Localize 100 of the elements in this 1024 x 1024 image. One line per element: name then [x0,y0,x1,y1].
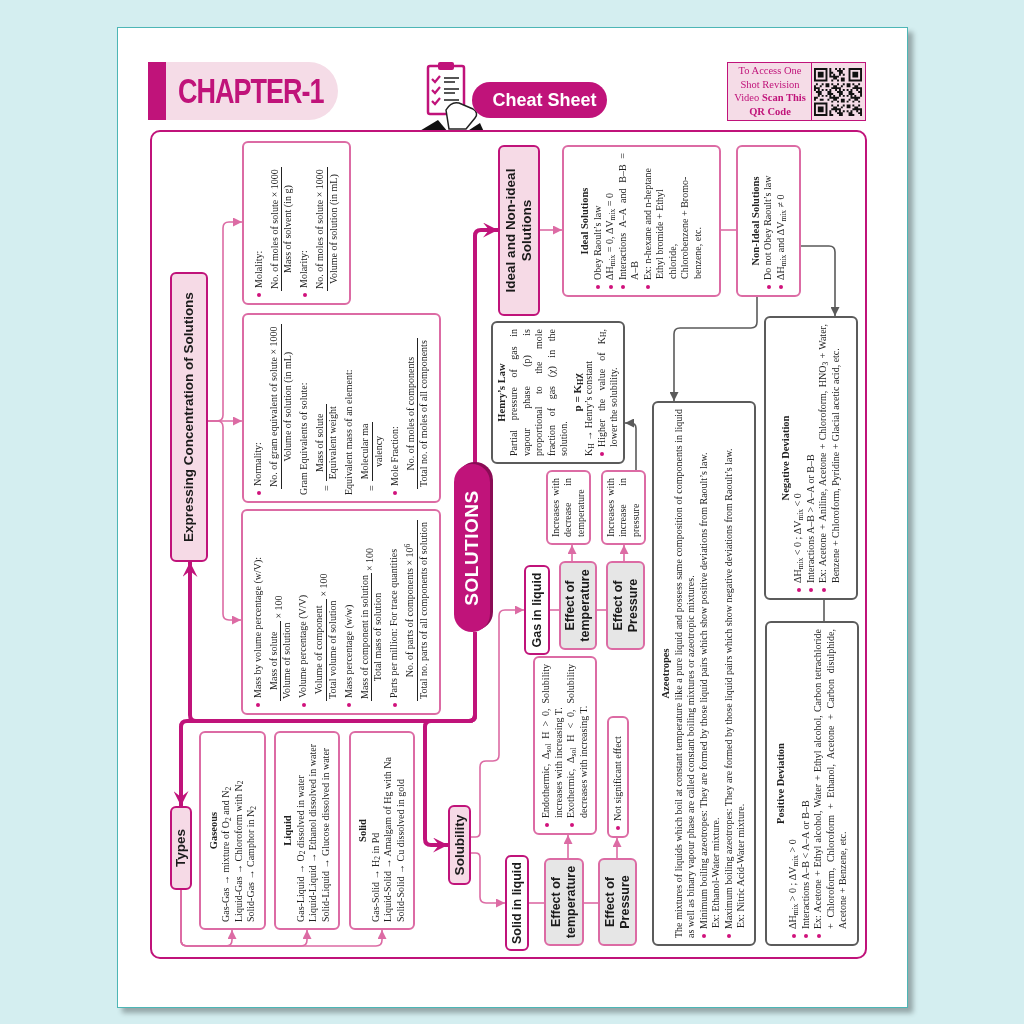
fraction-denominator: Total mass of solution [372,591,385,684]
bullet-text: Normality: [252,441,265,486]
fraction-denominator: valency [372,434,385,469]
description-text: Partial pressure of gas in vapour phase (p) is proportional to the mole fraction of gas (χ) in the solution. [508,329,570,456]
box-heading: Liquid [282,814,294,848]
bullet-text: Not significant effect [611,735,624,821]
example-text: Ethyl bromide + Ethyl chloride, [654,188,679,281]
description-text: Liquid-Solid → Amalgam of Hg with Na [382,756,394,922]
multiplier-text: × 100 [318,573,331,597]
factor-title: Effect of temperature [563,568,593,644]
equals-sign: = [365,485,378,491]
fraction-numerator: No. of moles of solute × 1000 [268,167,283,291]
bullet-text: Do not Obey Raoult’s law [762,174,775,280]
fraction-denominator: Volume of solution (in mL) [327,173,340,286]
fraction-denominator: Equivalent weight [327,405,340,482]
box-heading: Ideal Solutions [579,186,591,257]
note-box [652,401,756,946]
arrow [207,420,242,625]
bullet-text: Obey Raoult’s law [591,204,604,280]
bullet-text: Volume percentage (V/V) [297,593,310,698]
bullet-text: Ex: Acetone + Ethyl alcohol, Water + Ethyl alcohol, Carbon tetrachloride + Chloroform, Chloroform + Ethanol, Acetone + Carbon disulphide, Acetone + Benzene, etc. [812,629,849,929]
description-text: Solid-Liquid → Glucose dissolved in water [319,746,332,922]
info-box [242,313,441,503]
connector-line [583,902,599,904]
topic-box [498,145,540,316]
topic-title: Expressing Concentration of Solutions [181,292,197,542]
arrow [624,418,637,471]
connector-line [823,599,825,622]
factor-title: Effect of Pressure [602,874,633,931]
bullet-text: Interactions A–B < A–A or B–B [799,799,812,929]
equals-sign: = [320,485,333,491]
description-text: Gram Equivalents of solute: [297,381,310,495]
example-text: Ex: Ethanol-Water mixture. [710,816,723,930]
bullet-text: Parts per million: For trace quantities [388,547,401,698]
info-box [199,731,266,930]
connector-line [528,902,545,904]
description-text: Increases with decrease in temperature [549,478,587,537]
subtopic-title: Gas in liquid [529,572,545,648]
fraction-numerator: No. of gram equivalent of solute × 1000 [268,324,282,489]
factor-title: Effect of Pressure [610,577,641,635]
topic-title: Solubility [451,814,468,876]
subtopic-box [524,565,550,655]
example-text: Chlorobenzene + Bromo-benzene, etc. [679,175,704,281]
fraction-numerator: Volume of component [313,598,327,701]
info-box [349,731,415,930]
bullet-text: Ex: n-hexane and n-heptane [641,167,654,280]
fraction-denominator: Volume of solution [281,621,294,701]
info-box [241,509,441,715]
subtopic-box [505,855,529,951]
factor-box [598,858,637,946]
bullet-text: Molarity: [298,249,311,288]
box-heading: Non-Ideal Solutions [749,175,762,268]
fraction-numerator: No. of moles of components [404,338,418,489]
box-heading: Gaseous [207,810,220,852]
note-box [764,316,858,600]
topic-box [170,806,192,890]
bullet-text: Interactions A–B > A–A or B–B [804,453,817,583]
bullet-text: Mass by volume percentage (w/V): [251,555,264,698]
topic-title: Types [173,829,189,867]
box-heading: Positive Deviation [774,742,787,826]
connector-line [720,229,737,231]
arrow [612,837,622,859]
multiplier-text: × 100 [363,547,376,572]
fraction-numerator: Molecular ma [359,421,373,482]
example-text: Ex: Nitric Acid-Water mixture. [735,802,748,930]
fraction-denominator: Mass of solvent (in g) [282,184,295,275]
fraction-numerator: No. of moles of solute × 1000 [314,167,328,291]
info-box [562,145,721,297]
topic-box [170,272,208,562]
info-box [736,145,801,297]
result-box [601,470,646,545]
arrow [473,222,498,464]
bullet-text: Mass percentage (w/w) [342,603,355,698]
fraction-denominator: Total volume of solution [326,599,339,701]
subtopic-title: Solid in liquid [509,862,525,944]
description-text: Liquid-Liquid → Ethanol dissolved in water [307,742,319,922]
central-topic-pill [454,464,490,632]
bullet-text: Minimum boiling azeotropes: They are formed by those liquid pairs which show positive deviations from Raoult’s law. [697,451,710,929]
fraction-numerator: Mass of solute [313,404,328,482]
fraction-numerator: Mass of solute [267,620,282,701]
qr-access-note: To Access One Shot Revision Video Scan This QR Code [733,64,807,118]
box-heading: Azeotropes [660,647,673,701]
arrow [800,245,840,317]
info-box [274,731,340,930]
arrow [567,544,577,562]
arrow [669,296,758,402]
chapter-title: CHAPTER-1 [178,71,324,111]
note-box [765,621,859,946]
result-box [546,470,591,545]
arrow [423,632,477,853]
note-box [491,321,625,464]
description-text: The mixtures of liquids which boil at constant temperature like a pure liquid and possess same composition of components in liquid as well as binary vapour phase are called constant boiling mixtures or azeotropic mixtures. [672,409,698,938]
box-heading: Henry’s Law [495,362,508,424]
fraction-denominator: Volume of solution (in mL) [281,350,294,464]
multiplier-text: × 100 [272,595,285,619]
topic-box [448,805,471,885]
factor-box [606,561,645,650]
info-box [533,656,597,835]
box-heading: Negative Deviation [779,414,792,503]
connector-line [549,609,560,611]
